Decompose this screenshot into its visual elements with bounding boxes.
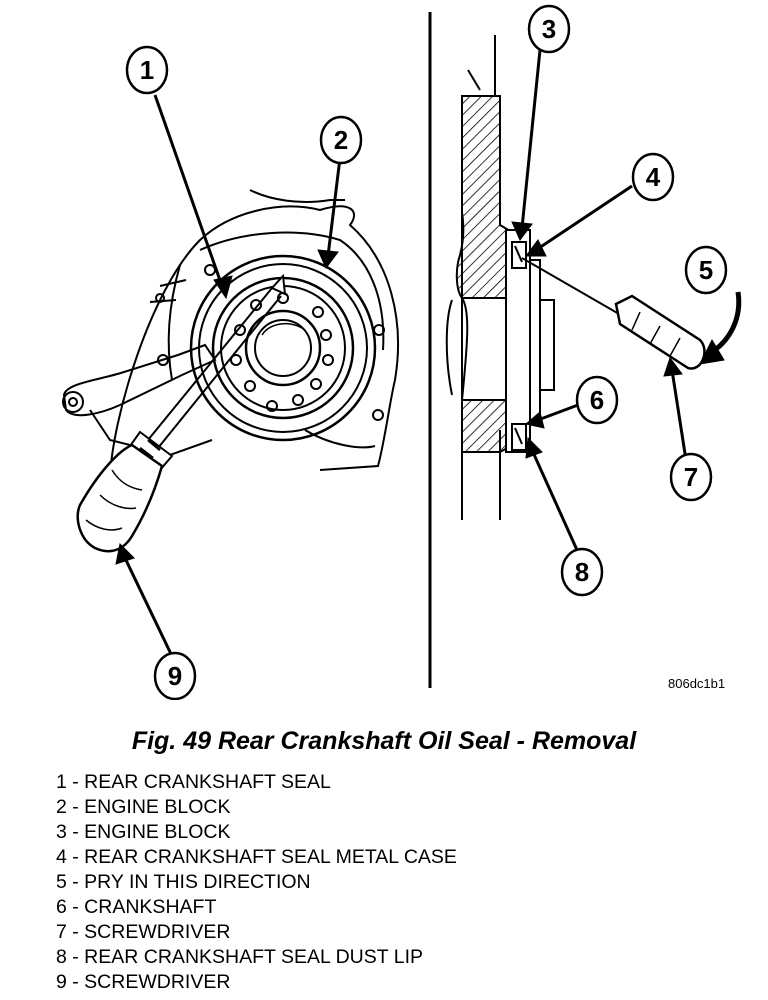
- legend-item: 7 - SCREWDRIVER: [56, 921, 231, 943]
- leader-lines: [115, 49, 688, 655]
- callout-2: 2: [319, 115, 363, 165]
- legend-item: 9 - SCREWDRIVER: [56, 971, 231, 993]
- svg-text:6: 6: [590, 385, 604, 415]
- legend-item: 4 - REAR CRANKSHAFT SEAL METAL CASE: [56, 846, 457, 868]
- figure-code: 806dc1b1: [668, 676, 726, 691]
- svg-text:1: 1: [140, 55, 154, 85]
- callout-6: 6: [575, 375, 619, 425]
- legend-item: 1 - REAR CRANKSHAFT SEAL: [56, 771, 331, 793]
- pry-direction-arrow: [699, 291, 742, 365]
- callout-5: 5: [684, 245, 728, 295]
- legend-item: 6 - CRANKSHAFT: [56, 896, 217, 918]
- svg-text:8: 8: [575, 557, 589, 587]
- legend-item: 3 - ENGINE BLOCK: [56, 821, 231, 843]
- parts-legend: 1 - REAR CRANKSHAFT SEAL 2 - ENGINE BLOC…: [56, 770, 457, 995]
- figure-caption: Fig. 49 Rear Crankshaft Oil Seal - Remov…: [131, 727, 637, 755]
- svg-text:3: 3: [542, 14, 556, 44]
- callout-7: 7: [669, 452, 713, 502]
- svg-text:2: 2: [334, 125, 348, 155]
- svg-text:7: 7: [684, 462, 698, 492]
- screwdriver-left: [76, 273, 287, 553]
- svg-text:4: 4: [646, 162, 661, 192]
- seal-removal-diagram: 1 2 3 4 5 6 7 8 9: [62, 4, 742, 700]
- legend-item: 2 - ENGINE BLOCK: [56, 796, 231, 818]
- callout-3: 3: [527, 4, 571, 54]
- callout-9: 9: [153, 651, 197, 700]
- svg-text:5: 5: [699, 255, 713, 285]
- legend-item: 8 - REAR CRANKSHAFT SEAL DUST LIP: [56, 946, 423, 968]
- callout-8: 8: [560, 547, 604, 597]
- svg-text:9: 9: [168, 661, 182, 691]
- legend-item: 5 - PRY IN THIS DIRECTION: [56, 871, 311, 893]
- engine-block-left-view: [62, 189, 399, 479]
- callout-1: 1: [125, 45, 169, 95]
- callout-4: 4: [631, 152, 675, 202]
- seal-metal-case-section: [511, 241, 527, 451]
